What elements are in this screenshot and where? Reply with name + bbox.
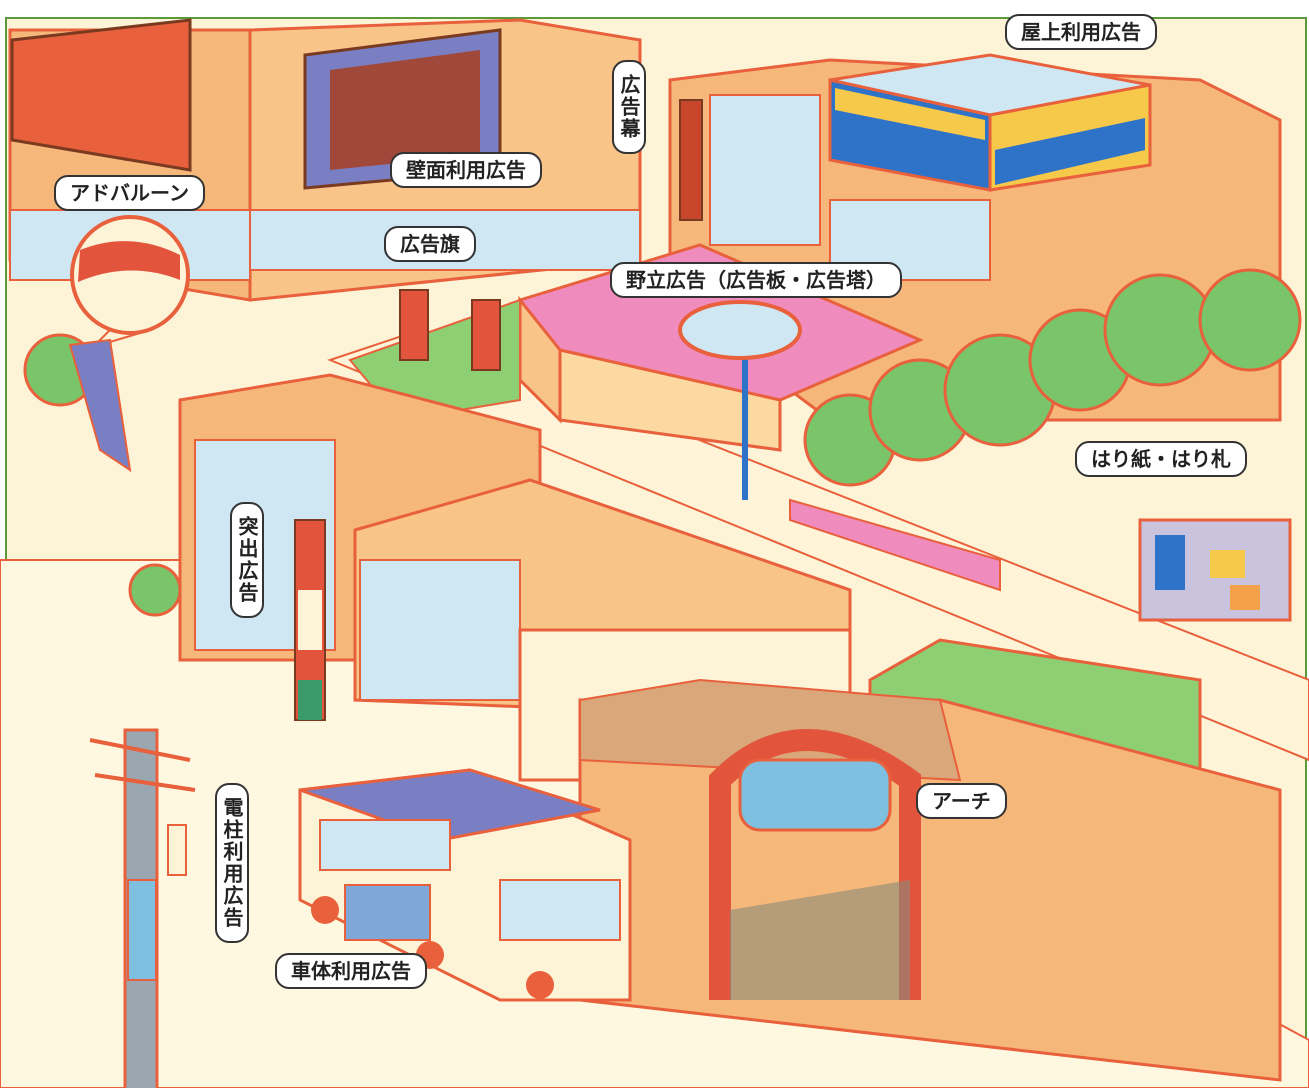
label-wall-ad: 壁面利用広告 xyxy=(390,152,542,188)
label-ad-balloon: アドバルーン xyxy=(54,175,205,211)
label-rooftop-ad: 屋上利用広告 xyxy=(1005,14,1157,50)
label-roadside-ad: 野立広告（広告板・広告塔） xyxy=(610,262,902,298)
trees xyxy=(23,268,1302,617)
label-ad-flags: 広告旗 xyxy=(384,226,476,262)
label-projecting-ad: 突出広告 xyxy=(230,502,264,618)
label-vehicle-ad: 車体利用広告 xyxy=(275,953,427,989)
signboard xyxy=(678,300,802,360)
label-posters: はり紙・はり札 xyxy=(1075,441,1247,477)
label-pole-ad: 電柱利用広告 xyxy=(215,783,249,943)
bus-ad xyxy=(344,884,431,941)
banner-curtain xyxy=(679,99,703,221)
ad-balloon xyxy=(68,215,190,473)
label-arch: アーチ xyxy=(916,783,1007,819)
side-road xyxy=(327,328,1309,762)
utility-pole xyxy=(89,728,196,1092)
bus xyxy=(298,768,632,1002)
label-banner-curtain: 広告幕 xyxy=(612,60,646,154)
arch xyxy=(709,729,921,1000)
wall-ad-left xyxy=(10,18,192,172)
